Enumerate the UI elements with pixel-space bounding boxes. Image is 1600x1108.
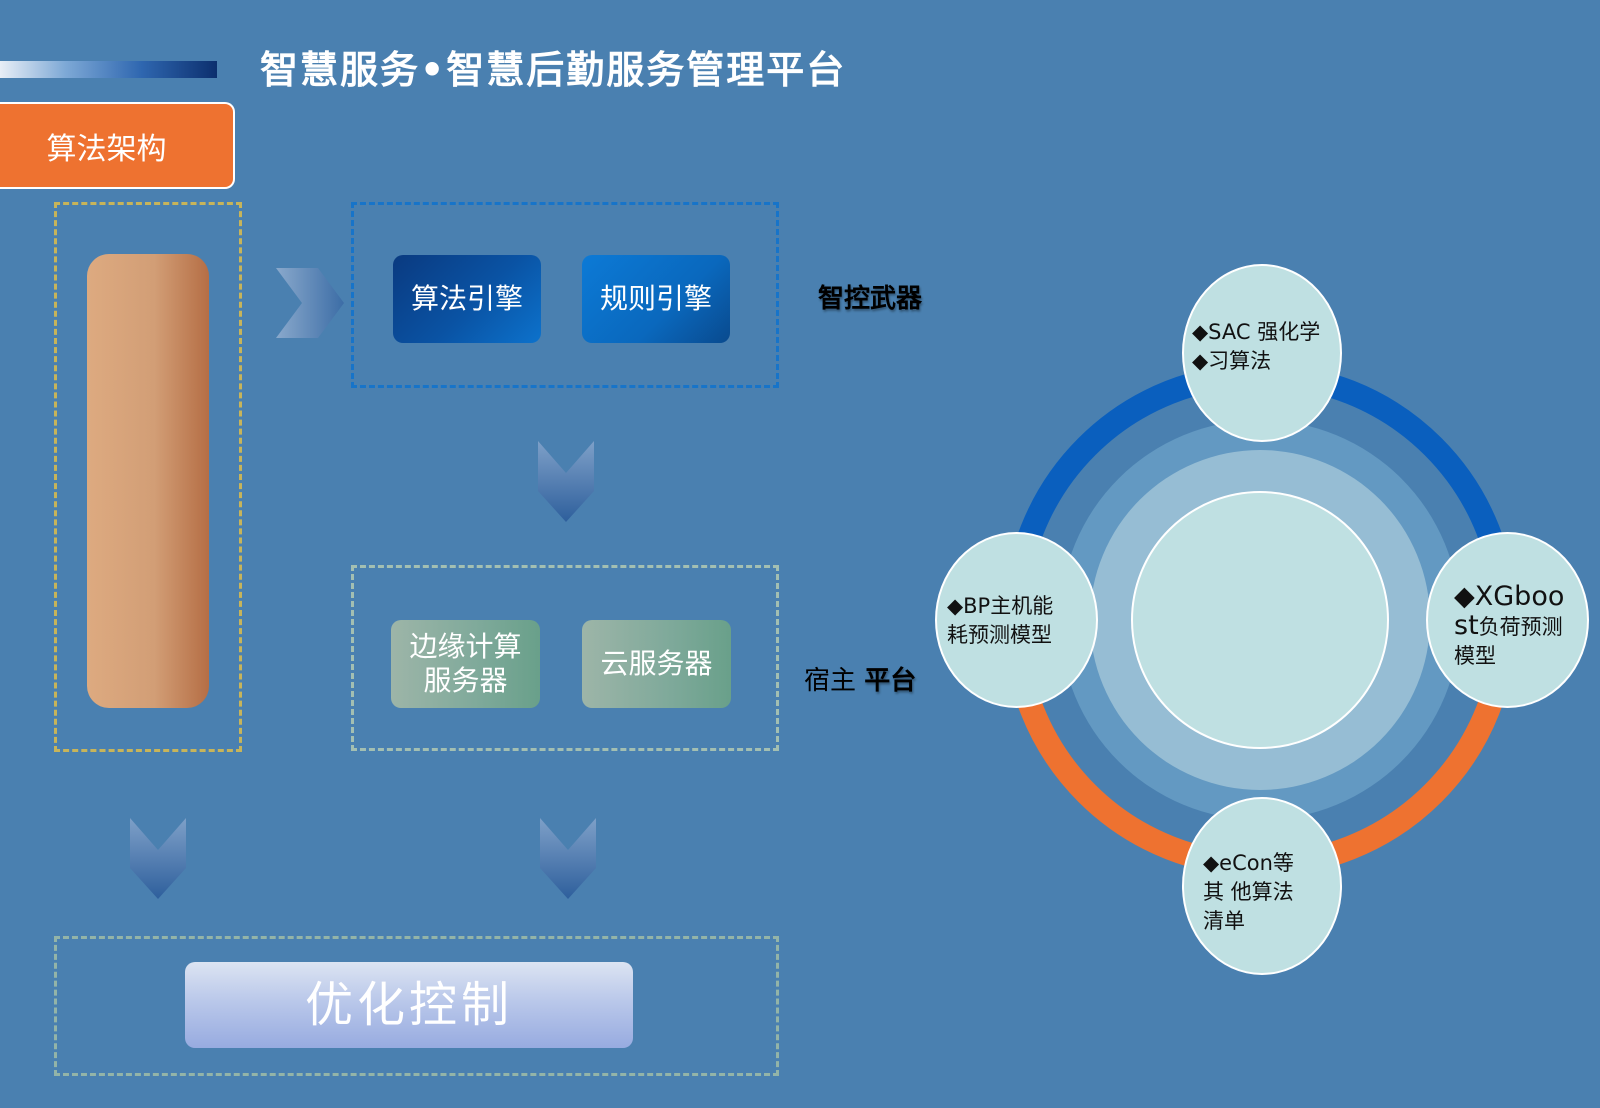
chevron-down-icon [540,818,596,899]
chevron-down-icon [130,818,186,899]
optimize-frame [54,936,779,1076]
sac-line-2: ◆习算法 [1192,349,1272,373]
algorithm-pillar [87,254,209,708]
chevron-down-icon [538,441,594,522]
page-title: 智慧服务•智慧后勤服务管理平台 [260,48,847,92]
cycle-node-econ[interactable]: ◆eCon等 其 他算法 清单 [1182,797,1342,975]
chevron-right-icon [276,268,344,338]
optimize-control-node[interactable]: 优化控制 [185,962,633,1048]
cycle-node-sac[interactable]: ◆SAC 强化学 ◆习算法 [1182,264,1342,442]
engine-group-frame [351,202,779,388]
xgb-line-2b: 负荷预测 [1478,615,1563,639]
xgb-line-2a: st [1454,610,1479,641]
host-label-a: 宿主 [804,666,857,696]
host-group-frame [351,565,779,751]
xgb-line-1: ◆XGboo [1454,581,1565,612]
bp-line-1: ◆BP主机能 [947,594,1054,618]
edge-server-node[interactable]: 边缘计算服务器 [391,620,540,708]
bp-line-2: 耗预测模型 [947,623,1052,647]
section-tab[interactable]: 算法架构 [0,102,235,189]
xgb-line-3: 模型 [1454,644,1496,668]
rule-engine-node[interactable]: 规则引擎 [582,255,730,343]
control-weapon-label: 智控武器 [818,284,923,314]
econ-line-1: ◆eCon等 [1203,851,1294,875]
cloud-server-node[interactable]: 云服务器 [582,620,731,708]
sac-line-1: ◆SAC 强化学 [1192,320,1321,344]
cycle-ring [1003,363,1517,877]
left-column-frame [54,202,242,752]
cycle-node-bp[interactable]: ◆BP主机能 耗预测模型 [935,532,1098,708]
cycle-center-disc [1131,491,1389,749]
econ-line-2: 其 他算法 [1203,880,1294,904]
cycle-node-xgboost[interactable]: ◆XGboo st负荷预测 模型 [1426,532,1589,708]
host-platform-label: 宿主 平台 [804,660,916,697]
title-decor-bar [0,61,217,78]
econ-line-3: 清单 [1203,909,1245,933]
algo-engine-node[interactable]: 算法引擎 [393,255,541,343]
edge-server-label: 边缘计算服务器 [409,630,522,697]
host-label-b: 平台 [864,666,917,696]
